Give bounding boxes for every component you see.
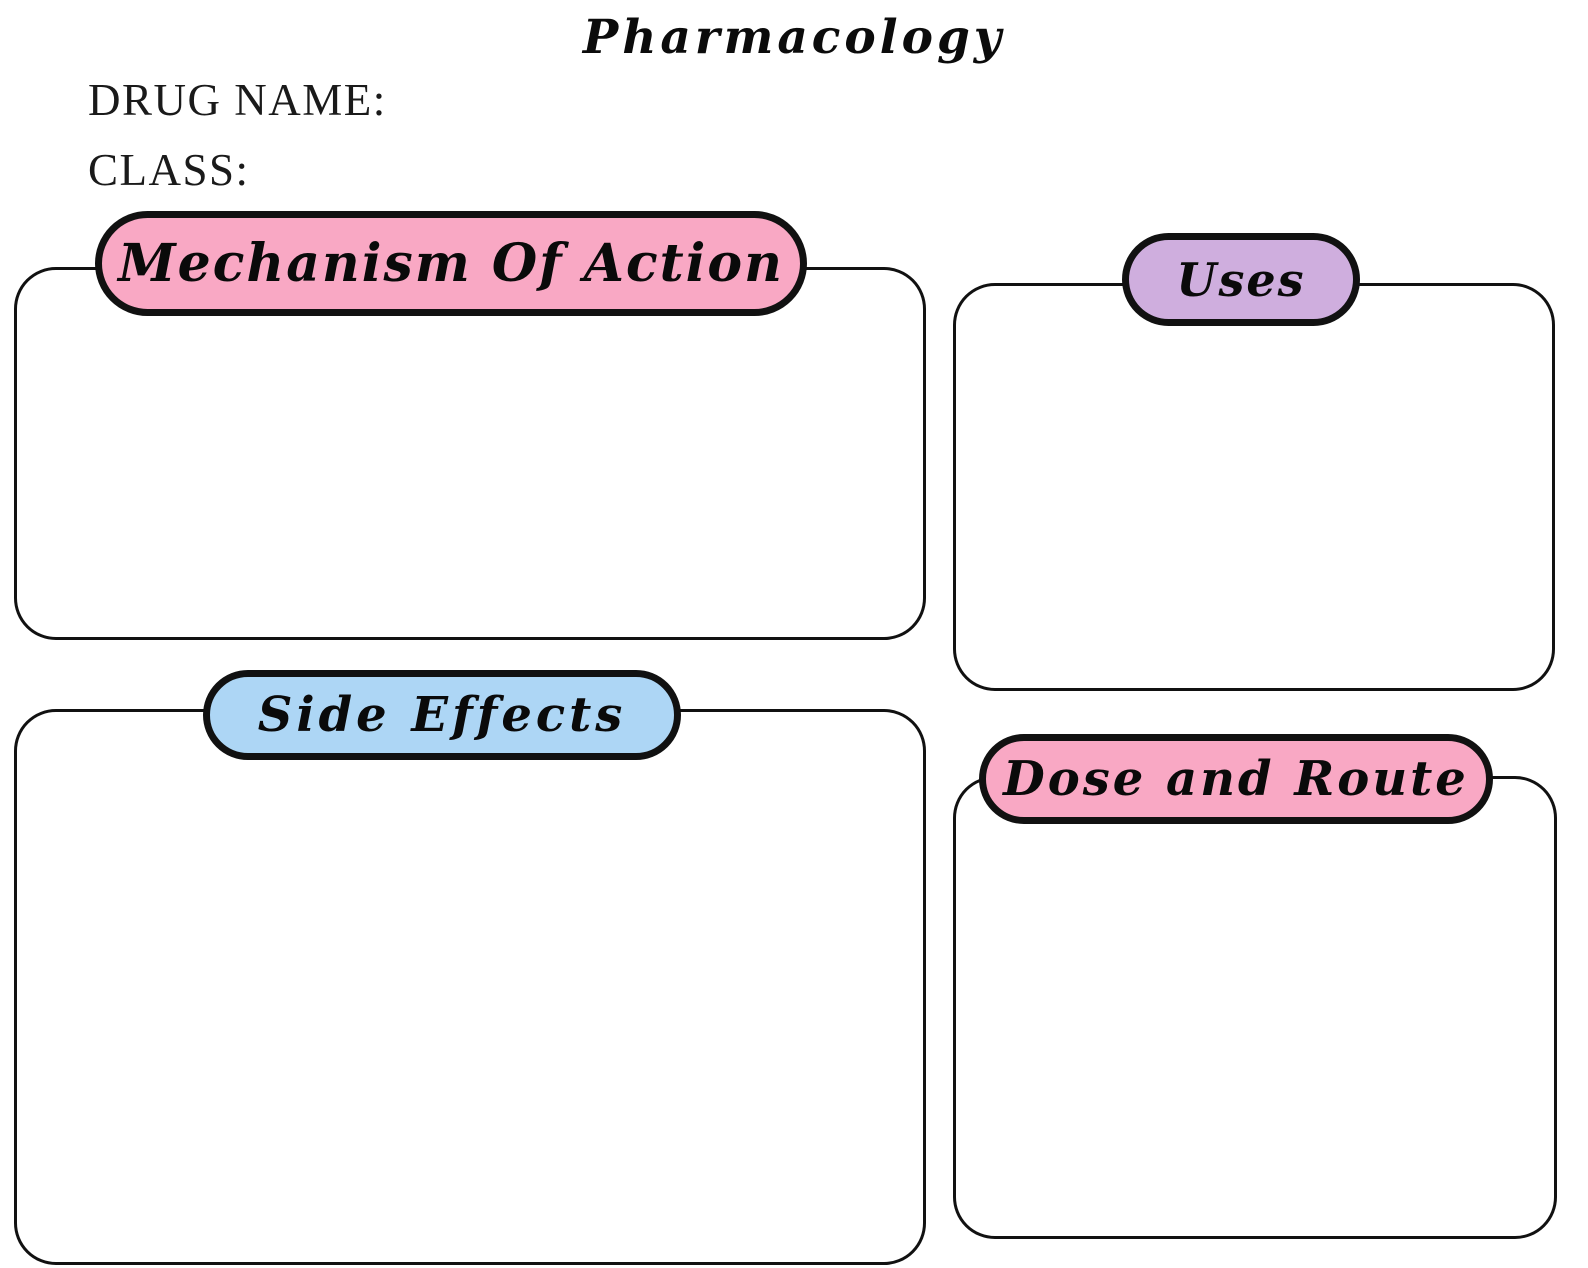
- side-effects-box[interactable]: [14, 709, 926, 1265]
- drug-name-label: DRUG NAME:: [88, 75, 387, 125]
- dose-and-route-box[interactable]: [953, 776, 1557, 1239]
- uses-header-pill: Uses: [1122, 233, 1360, 326]
- uses-box[interactable]: [953, 283, 1555, 691]
- mechanism-of-action-header-pill: Mechanism Of Action: [95, 211, 807, 316]
- side-effects-header-pill: Side Effects: [203, 670, 681, 760]
- page-title: Pharmacology: [582, 10, 1006, 65]
- dose-and-route-header-pill: Dose and Route: [979, 734, 1493, 824]
- mechanism-of-action-box[interactable]: [14, 267, 926, 640]
- class-label: CLASS:: [88, 145, 250, 195]
